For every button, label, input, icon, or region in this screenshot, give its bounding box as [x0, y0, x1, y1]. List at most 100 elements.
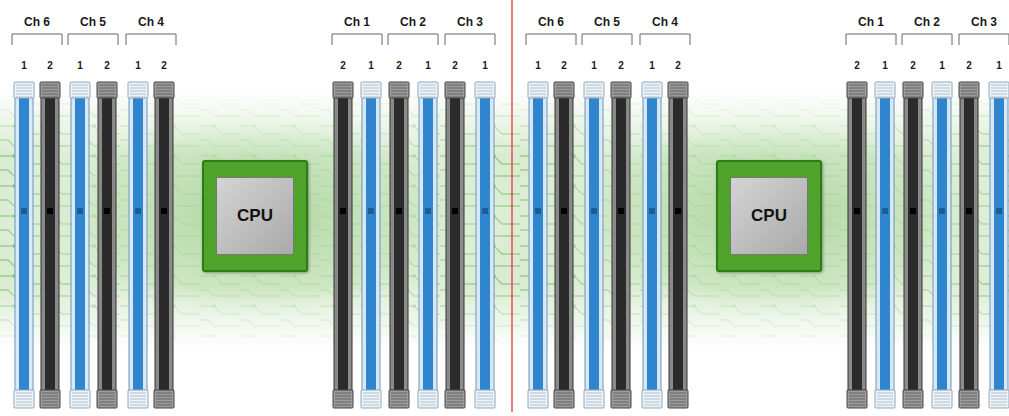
latch-ridge: [849, 85, 865, 86]
latch-ridge: [586, 399, 602, 400]
latch-ridge: [447, 94, 463, 95]
slot-latch: [418, 82, 438, 98]
latch-ridge: [934, 91, 950, 92]
latch-ridge: [556, 393, 572, 394]
latch-ridge: [530, 97, 546, 98]
slot-latch: [611, 390, 631, 408]
dimm-slot: [876, 88, 894, 404]
latch-ridge: [934, 402, 950, 403]
slot-latch: [903, 390, 923, 408]
latch-ridge: [556, 91, 572, 92]
channel-bracket: [846, 34, 896, 45]
latch-ridge: [934, 97, 950, 98]
channel-bracket: [582, 34, 632, 45]
latch-ridge: [363, 402, 379, 403]
latch-ridge: [961, 393, 977, 394]
latch-ridge: [934, 399, 950, 400]
dimm-slot: [933, 88, 951, 404]
slot-number: 2: [618, 61, 624, 71]
slot-body: [19, 96, 29, 396]
latch-ridge: [991, 402, 1007, 403]
slot-number: 2: [340, 61, 346, 71]
latch-ridge: [335, 88, 351, 89]
latch-ridge: [905, 85, 921, 86]
latch-ridge: [613, 88, 629, 89]
latch-ridge: [447, 396, 463, 397]
latch-ridge: [99, 94, 115, 95]
dimm-slot: [904, 88, 922, 404]
slot-latch: [128, 390, 148, 408]
latch-ridge: [42, 405, 58, 406]
slot-latch: [389, 82, 409, 98]
latch-ridge: [644, 396, 660, 397]
latch-ridge: [391, 97, 407, 98]
channel-label: Ch 4: [652, 16, 678, 28]
latch-ridge: [644, 97, 660, 98]
slot-latch: [70, 82, 90, 98]
latch-ridge: [42, 393, 58, 394]
dimm-slot: [643, 88, 661, 404]
slot-latch: [554, 82, 574, 98]
slot-number: 1: [996, 61, 1002, 71]
slot-body: [102, 96, 112, 396]
latch-ridge: [934, 405, 950, 406]
slot-latch: [959, 390, 979, 408]
slot-key: [340, 208, 346, 214]
slot-key: [21, 208, 27, 214]
latch-ridge: [42, 399, 58, 400]
latch-ridge: [586, 88, 602, 89]
latch-ridge: [556, 97, 572, 98]
latch-ridge: [961, 399, 977, 400]
slot-body: [994, 96, 1004, 396]
latch-ridge: [447, 399, 463, 400]
latch-ridge: [556, 85, 572, 86]
latch-ridge: [670, 405, 686, 406]
latch-ridge: [477, 405, 493, 406]
latch-ridge: [586, 393, 602, 394]
dimm-slot: [362, 88, 380, 404]
dimm-slot: [960, 88, 978, 404]
latch-ridge: [991, 85, 1007, 86]
latch-ridge: [156, 88, 172, 89]
latch-ridge: [72, 393, 88, 394]
latch-ridge: [849, 396, 865, 397]
slot-latch: [668, 82, 688, 98]
slot-latch: [611, 82, 631, 98]
slot-number: 1: [368, 61, 374, 71]
latch-ridge: [335, 94, 351, 95]
slot-number: 1: [535, 61, 541, 71]
latch-ridge: [556, 405, 572, 406]
slot-latch: [154, 82, 174, 98]
latch-ridge: [156, 393, 172, 394]
latch-ridge: [363, 399, 379, 400]
slot-body: [45, 96, 55, 396]
latch-ridge: [905, 396, 921, 397]
cpu-label: CPU: [730, 177, 808, 255]
latch-ridge: [420, 94, 436, 95]
slot-body: [394, 96, 404, 396]
latch-ridge: [877, 97, 893, 98]
dimm-slot: [41, 88, 59, 404]
latch-ridge: [905, 393, 921, 394]
slot-latch: [97, 390, 117, 408]
channel-label: Ch 2: [400, 16, 426, 28]
latch-ridge: [16, 405, 32, 406]
slot-key: [104, 208, 110, 214]
latch-ridge: [391, 85, 407, 86]
latch-ridge: [530, 399, 546, 400]
latch-ridge: [130, 97, 146, 98]
latch-ridge: [420, 393, 436, 394]
latch-ridge: [477, 88, 493, 89]
dimm-slot: [585, 88, 603, 404]
dimm-slot: [334, 88, 352, 404]
slot-body: [75, 96, 85, 396]
latch-ridge: [420, 399, 436, 400]
slot-latch: [959, 82, 979, 98]
slot-latch: [903, 82, 923, 98]
latch-ridge: [335, 393, 351, 394]
slot-body: [673, 96, 683, 396]
latch-ridge: [644, 405, 660, 406]
latch-ridge: [130, 402, 146, 403]
latch-ridge: [849, 405, 865, 406]
slot-latch: [847, 390, 867, 408]
